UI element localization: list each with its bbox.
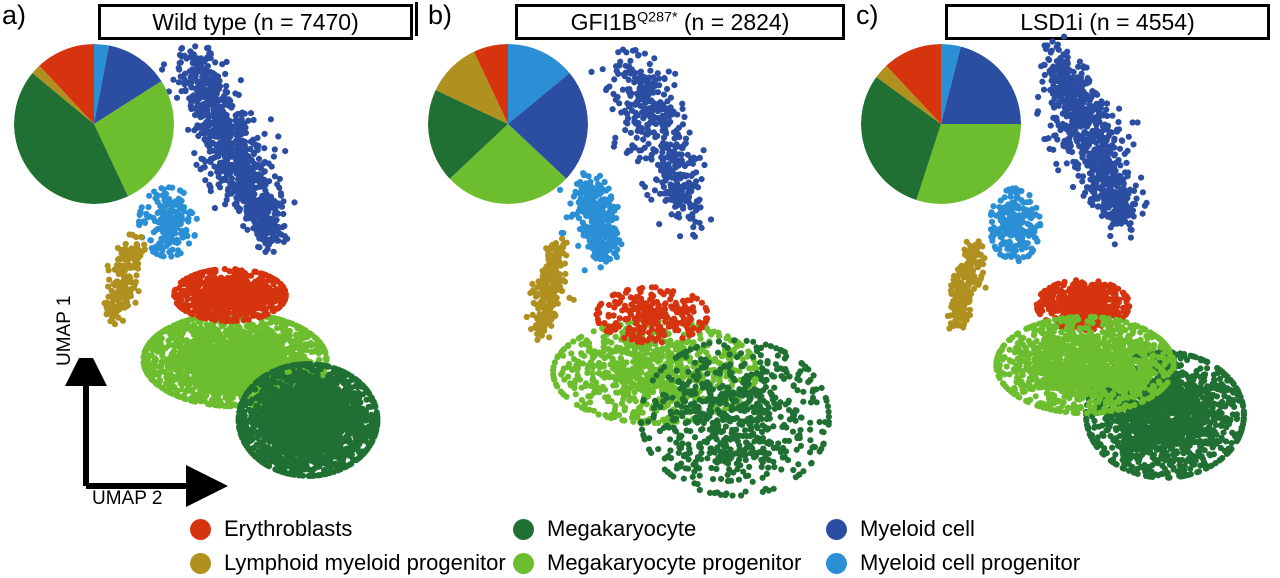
scatter-points-megakaryocyte [235,361,381,479]
panel-b-title-box: GFI1BQ287* (n = 2824) [515,4,845,40]
pie-slice-lymphoid_myeloid_progenitor [435,51,508,125]
pie-slice-megakaryocyte_progenitor [449,124,567,204]
panel-c-title-box: LSD1i (n = 4554) [945,4,1270,40]
panel-b-pie-chart [428,44,588,204]
panel-b-title-count: (n = 2824) [677,8,790,35]
pie-slice-myeloid_cell_progenitor [94,44,109,124]
pie-slice-myeloid_cell [94,45,162,124]
legend-color-dot [513,552,534,574]
panel-b: b) GFI1BQ287* (n = 2824) [415,0,845,512]
scatter-points-myeloid_cell [1034,33,1150,248]
legend-color-dot [190,518,211,540]
panel-c-title: LSD1i (n = 4554) [1020,8,1195,35]
scatter-points-lymphoid_myeloid_progenitor [523,235,577,343]
pie-slice-myeloid_cell [941,46,1021,125]
pie-slice-erythroblasts [473,44,508,124]
scatter-points-myeloid_cell_progenitor [987,185,1044,265]
panel-c-letter: c) [856,0,879,30]
scatter-points-myeloid_cell_progenitor [135,184,200,260]
legend-item-label: Megakaryocyte progenitor [547,550,802,575]
pie-slice-erythroblasts [886,44,941,124]
panel-a-pie-chart [14,44,174,204]
panel-b-title-gene: GFI1B [570,8,638,35]
pie-slice-megakaryocyte_progenitor [94,81,174,197]
pie-slice-erythroblasts [39,44,94,124]
umap2-axis-label: UMAP 2 [92,488,163,509]
panel-b-title-superscript: Q287* [637,8,678,25]
scatter-points-erythroblasts [171,265,289,325]
legend-color-dot [513,518,534,540]
scatter-points-lymphoid_myeloid_progenitor [101,231,148,328]
pie-slice-lymphoid_myeloid_progenitor [32,65,94,124]
panel-a-title-box: Wild type (n = 7470) [98,4,413,40]
legend-item[interactable]: Myeloid cell progenitor [826,548,1080,578]
scatter-points-erythroblasts [1033,277,1133,334]
scatter-points-erythroblasts [593,284,711,346]
legend-item[interactable]: Megakaryocyte progenitor [513,548,801,578]
legend-item-label: Megakaryocyte [547,516,697,541]
legend-item-label: Lymphoid myeloid progenitor [224,550,506,575]
legend-item-label: Myeloid cell progenitor [860,550,1081,575]
panel-b-title: GFI1BQ287* (n = 2824) [570,8,790,35]
legend-color-dot [826,552,847,574]
panel-c: c) LSD1i (n = 4554) [840,0,1280,512]
scatter-points-megakaryocyte_progenitor [550,317,760,427]
legend-item[interactable]: Megakaryocyte [513,514,696,544]
pie-slice-myeloid_cell [508,73,588,179]
pie-slice-megakaryocyte [428,89,508,179]
umap-axes: UMAP 1 UMAP 2 [54,296,240,518]
legend-item-label: Myeloid cell [860,516,975,541]
pie-slice-lymphoid_myeloid_progenitor [876,65,941,124]
panel-c-pie-chart [861,44,1021,204]
scatter-points-myeloid_cell [588,46,715,240]
pie-slice-megakaryocyte_progenitor [916,124,1021,204]
panel-a-title: Wild type (n = 7470) [152,8,359,35]
panel-b-letter: b) [428,0,453,30]
legend-item[interactable]: Myeloid cell [826,514,975,544]
panel-a: a) Wild type (n = 7470) UMAP 1 UMAP 2 [0,0,415,512]
scatter-points-lymphoid_myeloid_progenitor [944,238,989,332]
legend-item[interactable]: Erythroblasts [190,514,352,544]
legend-item-label: Erythroblasts [224,516,353,541]
umap1-axis-label: UMAP 1 [54,295,75,366]
pie-slice-megakaryocyte [14,73,129,204]
legend-color-dot [190,552,211,574]
pie-slice-myeloid_cell_progenitor [508,44,570,124]
scatter-points-megakaryocyte [638,337,832,499]
scatter-points-megakaryocyte_progenitor [993,313,1177,417]
scatter-points-myeloid_cell [159,43,298,256]
legend-item[interactable]: Lymphoid myeloid progenitor [190,548,506,578]
pie-slice-myeloid_cell_progenitor [941,44,961,124]
panel-b-divider [415,2,418,36]
legend-color-dot [826,518,847,540]
scatter-points-myeloid_cell_progenitor [557,169,625,274]
scatter-points-megakaryocyte [1083,349,1247,481]
pie-slice-megakaryocyte [861,76,941,201]
panel-a-letter: a) [2,0,27,30]
